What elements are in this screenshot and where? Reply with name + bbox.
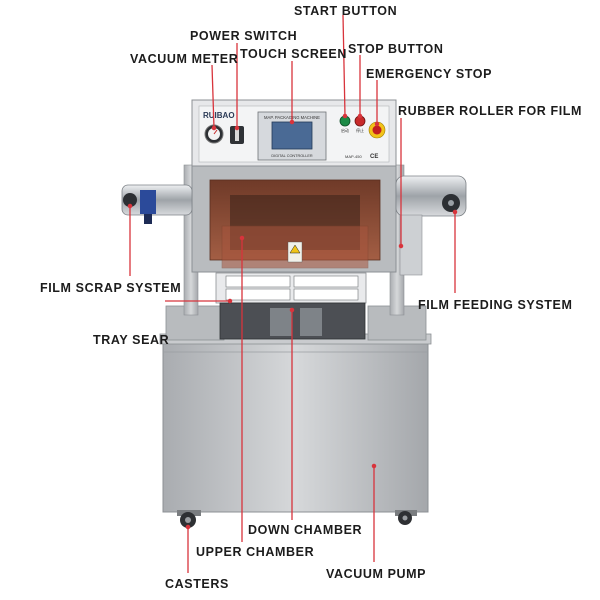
- label-film-scrap: FILM SCRAP SYSTEM: [40, 281, 182, 295]
- label-vacuum-meter: VACUUM METER: [130, 52, 239, 66]
- caster-left: [177, 510, 201, 528]
- label-rubber-roller: RUBBER ROLLER FOR FILM: [398, 104, 583, 118]
- caster-right: [395, 510, 417, 525]
- svg-text:启动: 启动: [341, 127, 349, 133]
- leader-start-button: [342, 14, 346, 117]
- start-button[interactable]: 启动: [339, 115, 351, 133]
- base-cabinet: [162, 339, 429, 513]
- leader-vacuum-meter: [211, 64, 215, 129]
- brand-logo: RUIBAO: [203, 111, 235, 120]
- left-roller-hub: [123, 193, 137, 207]
- label-down-chamber: DOWN CHAMBER: [248, 523, 363, 537]
- vacuum-meter-gauge: [204, 124, 224, 144]
- power-switch-knob[interactable]: [230, 126, 244, 144]
- label-film-feeding: FILM FEEDING SYSTEM: [418, 298, 573, 312]
- ce-mark: CE: [370, 154, 378, 160]
- label-upper-chamber: UPPER CHAMBER: [196, 545, 315, 559]
- stop-button[interactable]: 停止: [354, 115, 366, 133]
- model-label: MAP-450: [345, 154, 362, 159]
- warning-sticker: [287, 241, 303, 263]
- label-start-button: START BUTTON: [294, 4, 398, 18]
- label-casters: CASTERS: [165, 577, 229, 591]
- film-scrap-motor: [140, 190, 156, 224]
- leader-lines: [127, 14, 458, 573]
- emergency-stop-button[interactable]: [368, 121, 386, 139]
- down-chamber-cylinder: [270, 308, 292, 336]
- svg-text:DIGITAL CONTROLLER: DIGITAL CONTROLLER: [271, 154, 313, 158]
- film-guide-plate: [399, 214, 423, 276]
- right-roller-hub-center: [448, 200, 454, 206]
- left-scrap-roller: [121, 184, 193, 216]
- label-tray-sear: TRAY SEAR: [93, 333, 170, 347]
- down-chamber-cylinder: [300, 308, 322, 336]
- label-power-switch: POWER SWITCH: [190, 29, 298, 43]
- label-stop-button: STOP BUTTON: [348, 42, 444, 56]
- label-vacuum-pump: VACUUM PUMP: [326, 567, 427, 581]
- label-touch-screen: TOUCH SCREEN: [240, 47, 347, 61]
- label-emergency-stop: EMERGENCY STOP: [366, 67, 493, 81]
- tray-mold: [225, 275, 359, 301]
- svg-text:停止: 停止: [356, 127, 364, 133]
